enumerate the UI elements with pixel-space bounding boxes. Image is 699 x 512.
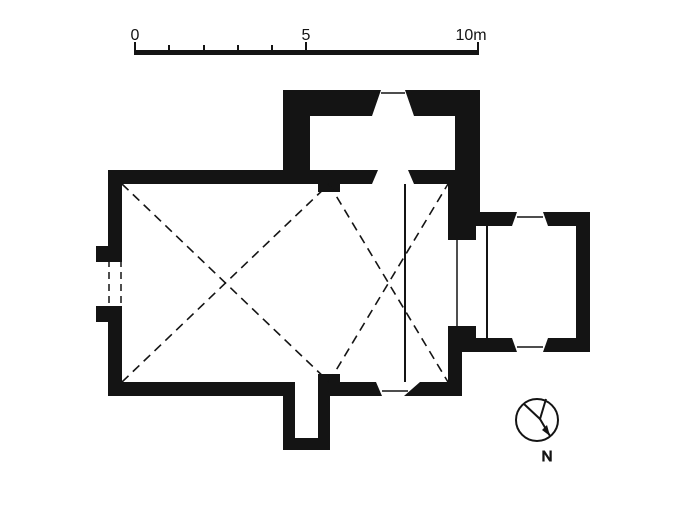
plan-walls [96,90,590,450]
scale-label-5: 5 [302,27,311,44]
vault-diagonal [328,183,449,383]
church-plan [96,90,590,450]
west-doorway-dashed [108,260,122,308]
scale-label-10m: 10m [455,27,486,44]
scale-bar-ticks [134,42,479,55]
vault-diagonals [121,183,449,383]
compass-needle-head [542,425,550,436]
nave-pilaster-south [318,374,340,382]
compass-label: N [542,448,553,465]
north-compass: N [515,398,559,466]
nave-pilaster-north [318,184,340,192]
scale-bar: 0 5 10m [131,27,487,55]
scale-label-0: 0 [131,27,140,44]
compass-circle [515,398,559,442]
nave-pilasters [318,184,340,382]
vault-diagonal [121,183,330,383]
plan-thin-lines [381,92,543,392]
vault-diagonal [328,183,449,383]
